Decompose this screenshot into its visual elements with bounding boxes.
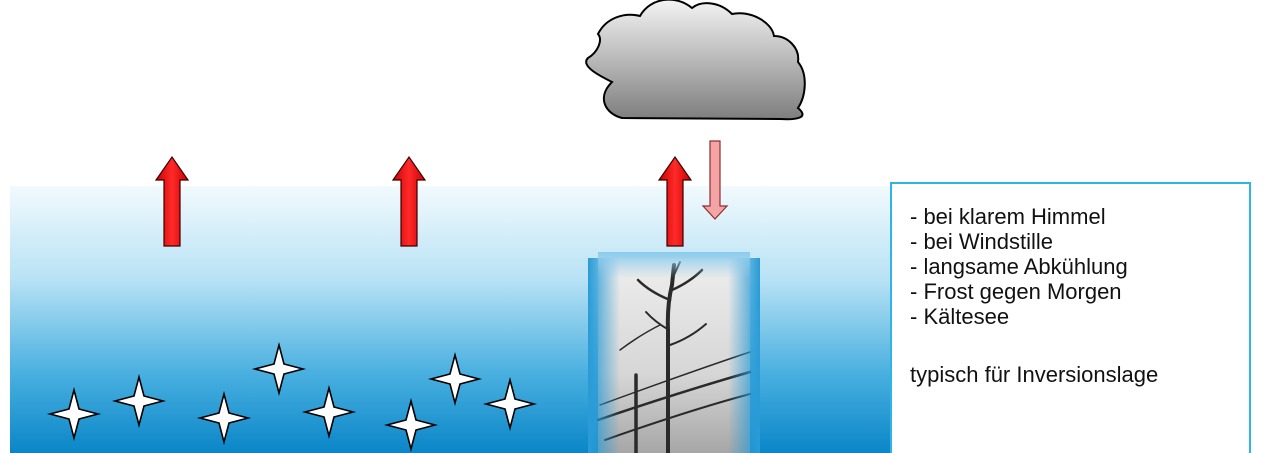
condition-item: - Kältesee [910, 304, 1249, 329]
condition-list: - bei klarem Himmel - bei Windstille - l… [910, 204, 1249, 329]
condition-item: - bei klarem Himmel [910, 204, 1249, 229]
condition-item: - langsame Abkühlung [910, 254, 1249, 279]
condition-item: - bei Windstille [910, 229, 1249, 254]
condition-item: - Frost gegen Morgen [910, 279, 1249, 304]
bare-tree-photo [588, 252, 760, 453]
cloud-icon [586, 0, 805, 119]
summary-text: typisch für Inversionslage [910, 362, 1249, 388]
counter-radiation-arrow [703, 141, 727, 219]
info-box: - bei klarem Himmel - bei Windstille - l… [890, 182, 1251, 453]
